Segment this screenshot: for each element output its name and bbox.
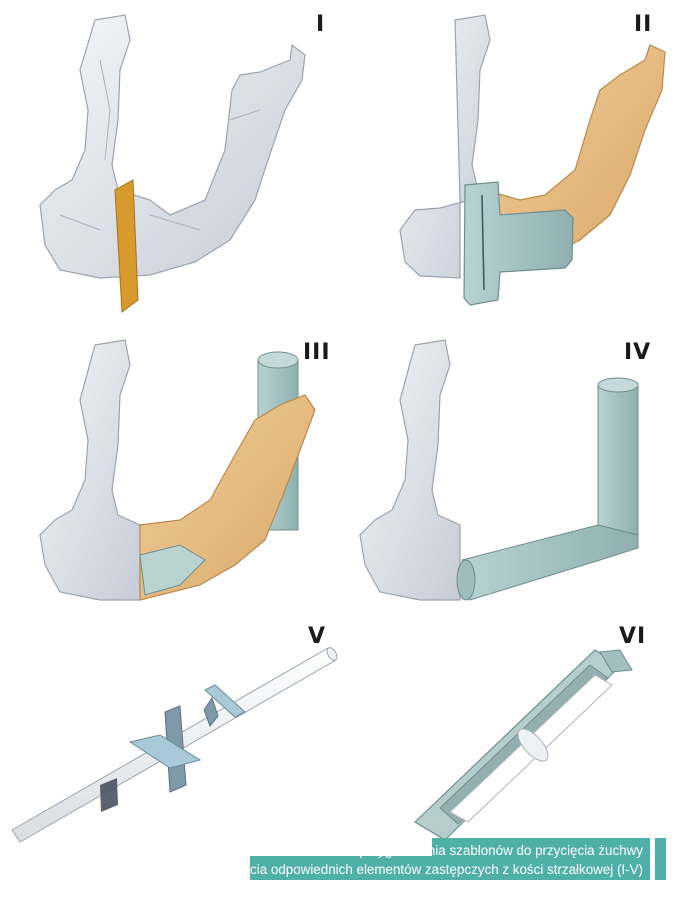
caption-accent-bar — [655, 838, 666, 880]
caption-line-2: oraz do wycięcia odpowiednich elementów … — [168, 860, 643, 879]
panel-IV-mandible — [360, 340, 638, 600]
caption-line-1: Rysunek 1. Procedura przygotowania szabl… — [168, 841, 643, 860]
panel-I-mandible — [40, 15, 305, 312]
panel-II-mandible — [400, 15, 665, 305]
figure-caption: Rysunek 1. Procedura przygotowania szabl… — [168, 841, 643, 879]
panel-III-mandible — [40, 340, 315, 600]
panel-V-fibula-rod — [12, 646, 339, 842]
panel-VI-guide-block — [415, 650, 632, 840]
